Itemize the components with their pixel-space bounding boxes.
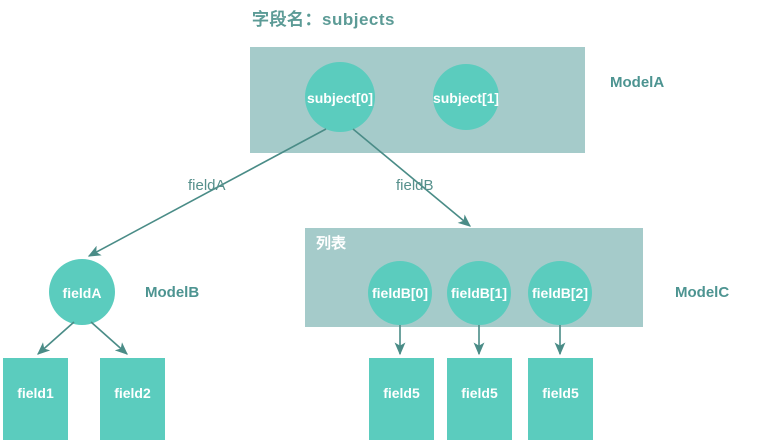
- model-label-a: ModelA: [610, 74, 665, 91]
- leaf-field2-rect[interactable]: [100, 358, 165, 440]
- leaf-label-field5-b: field5: [461, 385, 498, 401]
- leaf-field5-a-rect[interactable]: [369, 358, 434, 440]
- connector-fieldA-field2: [90, 321, 128, 355]
- leaf-field1-rect[interactable]: [3, 358, 68, 440]
- connector-fieldB: [352, 128, 471, 227]
- node-label-fieldB-1: fieldB[1]: [451, 285, 507, 301]
- edge-label-fieldB: fieldB: [396, 177, 434, 194]
- node-label-fieldB-0: fieldB[0]: [372, 285, 428, 301]
- leaf-label-field5-c: field5: [542, 385, 579, 401]
- page-title: 字段名：subjects: [252, 10, 395, 29]
- model-label-c: ModelC: [675, 284, 730, 301]
- node-fieldB-1-circle[interactable]: [447, 261, 511, 325]
- edge-label-fieldA: fieldA: [188, 177, 226, 194]
- group-caption-list: 列表: [316, 235, 347, 252]
- connector-fieldA-field1: [37, 321, 75, 355]
- node-fieldB-0-circle[interactable]: [368, 261, 432, 325]
- node-fieldB-2-circle[interactable]: [528, 261, 592, 325]
- leaf-label-field2: field2: [114, 385, 151, 401]
- node-subject-1-circle[interactable]: [433, 64, 499, 130]
- node-label-fieldB-2: fieldB[2]: [532, 285, 588, 301]
- leaf-label-field1: field1: [17, 385, 54, 401]
- node-label-fieldA: fieldA: [62, 285, 102, 301]
- node-label-subject-1: subject[1]: [432, 90, 500, 106]
- model-label-b: ModelB: [145, 284, 200, 301]
- leaf-label-field5-a: field5: [383, 385, 420, 401]
- node-subject-0-circle[interactable]: [305, 62, 375, 132]
- connector-fieldA: [87, 128, 327, 257]
- node-label-subject-0: subject[0]: [306, 90, 374, 106]
- leaf-field5-b-rect[interactable]: [447, 358, 512, 440]
- node-fieldA-circle[interactable]: [49, 259, 115, 325]
- leaf-field5-c-rect[interactable]: [528, 358, 593, 440]
